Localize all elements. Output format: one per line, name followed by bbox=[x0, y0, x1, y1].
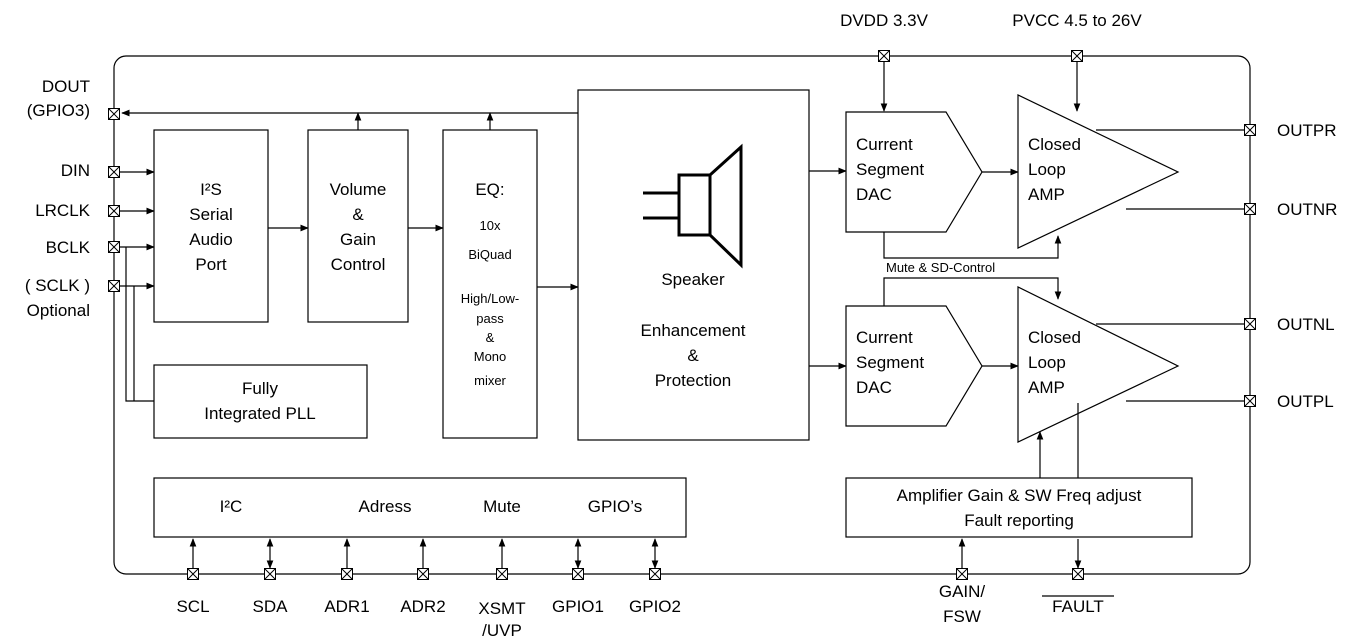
pll-block bbox=[153, 364, 368, 439]
pll-label-1: Fully bbox=[242, 379, 278, 398]
pin-gpio1 bbox=[572, 568, 584, 580]
dvdd-label: DVDD 3.3V bbox=[840, 11, 929, 30]
volume-block bbox=[307, 129, 409, 323]
pin-sda bbox=[264, 568, 276, 580]
pin-outnr bbox=[1244, 203, 1256, 215]
outnr-label: OUTNR bbox=[1277, 200, 1337, 219]
amp-top-label-2: Loop bbox=[1028, 160, 1066, 179]
dac-bottom-label-1: Current bbox=[856, 328, 913, 347]
eq-line-6: & bbox=[486, 330, 495, 345]
xsmt-label-2: /UVP bbox=[482, 621, 522, 640]
volume-label-3: Gain bbox=[340, 230, 376, 249]
adr1-label: ADR1 bbox=[324, 597, 369, 616]
amp-bottom-label-3: AMP bbox=[1028, 378, 1065, 397]
outpr-label: OUTPR bbox=[1277, 121, 1337, 140]
dout-label-2: (GPIO3) bbox=[27, 101, 90, 120]
outnl-label: OUTNL bbox=[1277, 315, 1335, 334]
eq-line-8: mixer bbox=[474, 373, 506, 388]
chip-outline bbox=[113, 55, 1251, 575]
eq-line-1: 10x bbox=[480, 218, 501, 233]
pin-sclk bbox=[108, 280, 120, 292]
pin-outpl bbox=[1244, 395, 1256, 407]
eq-line-4: High/Low- bbox=[461, 291, 520, 306]
fault-label: FAULT bbox=[1052, 597, 1104, 616]
volume-label-4: Control bbox=[331, 255, 386, 274]
dac-top-label-1: Current bbox=[856, 135, 913, 154]
lrclk-label: LRCLK bbox=[35, 201, 90, 220]
mute-sd-label: Mute & SD-Control bbox=[886, 260, 995, 275]
pll-label-2: Integrated PLL bbox=[204, 404, 316, 423]
pin-gpio2 bbox=[649, 568, 661, 580]
adress-label: Adress bbox=[359, 497, 412, 516]
control-bar bbox=[153, 477, 687, 538]
gpio1-label: GPIO1 bbox=[552, 597, 604, 616]
eq-line-2: BiQuad bbox=[468, 247, 511, 262]
pin-outnl bbox=[1244, 318, 1256, 330]
gain-fault-block bbox=[845, 477, 1193, 538]
pin-gain-fsw bbox=[956, 568, 968, 580]
pin-scl bbox=[187, 568, 199, 580]
pin-outpr bbox=[1244, 124, 1256, 136]
gain-fsw-label-2: FSW bbox=[943, 607, 981, 626]
sda-label: SDA bbox=[253, 597, 289, 616]
pin-pvcc bbox=[1071, 50, 1083, 62]
i2s-label-1: I²S bbox=[200, 180, 222, 199]
dout-label-1: DOUT bbox=[42, 77, 90, 96]
gpio2-label: GPIO2 bbox=[629, 597, 681, 616]
pin-lrclk bbox=[108, 205, 120, 217]
dac-bottom-label-2: Segment bbox=[856, 353, 924, 372]
gain-fault-label-1: Amplifier Gain & SW Freq adjust bbox=[897, 486, 1142, 505]
dac-bottom bbox=[845, 305, 983, 427]
eq-block bbox=[442, 129, 538, 439]
sclk-label-2: Optional bbox=[27, 301, 90, 320]
bclk-label: BCLK bbox=[46, 238, 91, 257]
gpios-label: GPIO’s bbox=[588, 497, 642, 516]
din-label: DIN bbox=[61, 161, 90, 180]
scl-label: SCL bbox=[176, 597, 209, 616]
pin-fault bbox=[1072, 568, 1084, 580]
dac-top-label-2: Segment bbox=[856, 160, 924, 179]
dac-top bbox=[845, 111, 983, 233]
enhancement-label-3: Protection bbox=[655, 371, 732, 390]
speaker-icon bbox=[643, 143, 743, 269]
volume-label-2: & bbox=[352, 205, 364, 224]
dac-top-label-3: DAC bbox=[856, 185, 892, 204]
amp-bottom-label-2: Loop bbox=[1028, 353, 1066, 372]
adr2-label: ADR2 bbox=[400, 597, 445, 616]
amp-bottom bbox=[1017, 286, 1180, 443]
enhancement-label-2: & bbox=[687, 346, 699, 365]
eq-title: EQ: bbox=[475, 180, 504, 199]
i2s-label-3: Audio bbox=[189, 230, 232, 249]
pin-xsmt bbox=[496, 568, 508, 580]
i2s-label-4: Port bbox=[195, 255, 226, 274]
pin-din bbox=[108, 166, 120, 178]
amp-top bbox=[1017, 94, 1180, 249]
i2c-label: I²C bbox=[220, 497, 243, 516]
pin-bclk bbox=[108, 241, 120, 253]
pin-dvdd bbox=[878, 50, 890, 62]
i2s-label-2: Serial bbox=[189, 205, 232, 224]
amp-top-label-3: AMP bbox=[1028, 185, 1065, 204]
gain-fsw-label-1: GAIN/ bbox=[939, 582, 986, 601]
volume-label-1: Volume bbox=[330, 180, 387, 199]
mute-label: Mute bbox=[483, 497, 521, 516]
dac-bottom-label-3: DAC bbox=[856, 378, 892, 397]
pin-dout bbox=[108, 108, 120, 120]
speaker-block bbox=[577, 89, 810, 441]
amp-top-label-1: Closed bbox=[1028, 135, 1081, 154]
sclk-label-1: ( SCLK ) bbox=[25, 276, 90, 295]
gain-fault-label-2: Fault reporting bbox=[964, 511, 1074, 530]
outpl-label: OUTPL bbox=[1277, 392, 1334, 411]
i2s-block bbox=[153, 129, 269, 323]
pin-adr2 bbox=[417, 568, 429, 580]
pvcc-label: PVCC 4.5 to 26V bbox=[1012, 11, 1142, 30]
amp-bottom-label-1: Closed bbox=[1028, 328, 1081, 347]
eq-line-7: Mono bbox=[474, 349, 507, 364]
pin-adr1 bbox=[341, 568, 353, 580]
speaker-label: Speaker bbox=[661, 270, 725, 289]
eq-line-5: pass bbox=[476, 311, 504, 326]
xsmt-label-1: XSMT bbox=[478, 599, 525, 618]
enhancement-label-1: Enhancement bbox=[641, 321, 746, 340]
